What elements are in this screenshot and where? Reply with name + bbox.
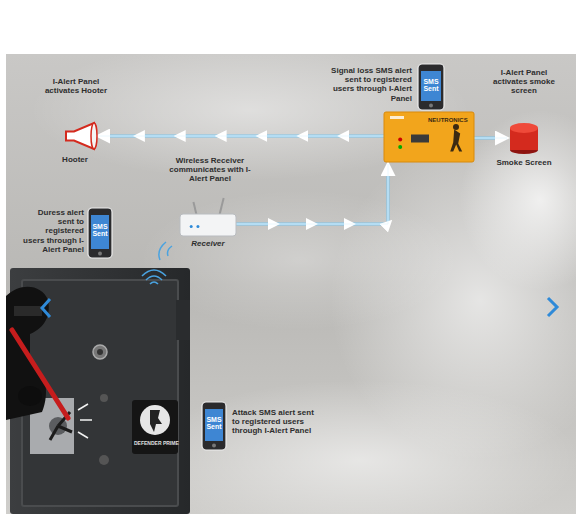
signal-arrow-highlight [474,138,507,139]
shape-part [98,252,102,256]
sms-phone: Attack SMS alert sent to registered user… [202,402,226,450]
receiver-node: Wireless Receiver communicates with I-Al… [180,212,236,236]
signal-arrow-highlight [98,136,384,137]
crowbar [12,330,68,418]
screen-text: SMS Sent [421,78,441,93]
shape-part [196,225,199,228]
shape-part [202,402,226,450]
wifi-waves [159,242,172,260]
sticker [132,400,178,454]
signal-arrow-highlight [236,164,388,224]
sms-phone: Duress alert sent to registered users th… [88,208,112,258]
nav-chevron [42,299,50,317]
sms-phone: Signal loss SMS alert sent to registered… [418,64,444,110]
shape-part [88,208,112,258]
caption-text: I-Alert Panel activates Hooter [36,77,116,95]
sticker-text: DEFENDER PRIME [134,440,179,446]
smoke-screen-node: I-Alert Panel activates smoke screenSmok… [509,122,539,154]
safe-bolt [99,455,109,465]
sticker-emblem [140,405,170,435]
smoke-shape [509,122,539,154]
shape-part [390,116,404,119]
shape-part [190,225,193,228]
shape-part [398,138,402,142]
shape-part [411,135,429,143]
safe-hinge [176,300,190,340]
brand-text: NEUTRONICS [428,117,468,123]
screen-text: SMS Sent [205,416,223,431]
node-name: Smoke Screen [487,158,561,167]
shape-part [180,214,236,236]
shape-part [219,198,223,216]
wifi-symbol [142,270,166,284]
receiver-shape [180,212,236,236]
safe-keyhole-center [97,349,103,355]
shape-part [429,104,433,108]
shape-part [398,145,402,149]
caption-text: Wireless Receiver communicates with I-Al… [162,156,258,184]
shape-part [421,71,441,101]
signal-arrow [98,135,384,138]
caption-text: Attack SMS alert sent to registered user… [232,408,314,436]
safe-keyhole [93,345,107,359]
alert-panel: NEUTRONICS [384,112,474,162]
signal-arrow [474,137,507,140]
shape-part [91,123,97,149]
impact-lines [78,404,92,438]
shape-part [91,215,109,249]
smoke-cloud [460,110,576,290]
caption-text: Duress alert sent to registered users th… [22,208,84,254]
node-name: Receiver [176,239,240,248]
shape-part [510,123,538,133]
shape-part [205,409,223,441]
shape-part [418,64,444,110]
smoke-cloud [140,380,576,514]
nav-chevron [548,298,557,316]
burglar-mask [14,306,42,316]
hooter-shape [62,121,96,151]
signal-arrow [236,164,388,224]
shape-part [450,130,462,152]
hooter-node: I-Alert Panel activates HooterHooter [62,121,96,151]
sticker-figure [150,410,162,432]
shape-part [66,123,94,149]
caption-text: Signal loss SMS alert sent to registered… [330,66,412,103]
screen-text: SMS Sent [91,223,109,238]
shape-part [212,444,216,448]
shape-part [384,112,474,162]
node-name: Hooter [48,155,102,164]
shape-part [453,124,459,130]
caption-text: I-Alert Panel activates smoke screen [483,68,565,96]
safe-bolt [100,394,108,402]
burglar-hand [18,386,42,406]
